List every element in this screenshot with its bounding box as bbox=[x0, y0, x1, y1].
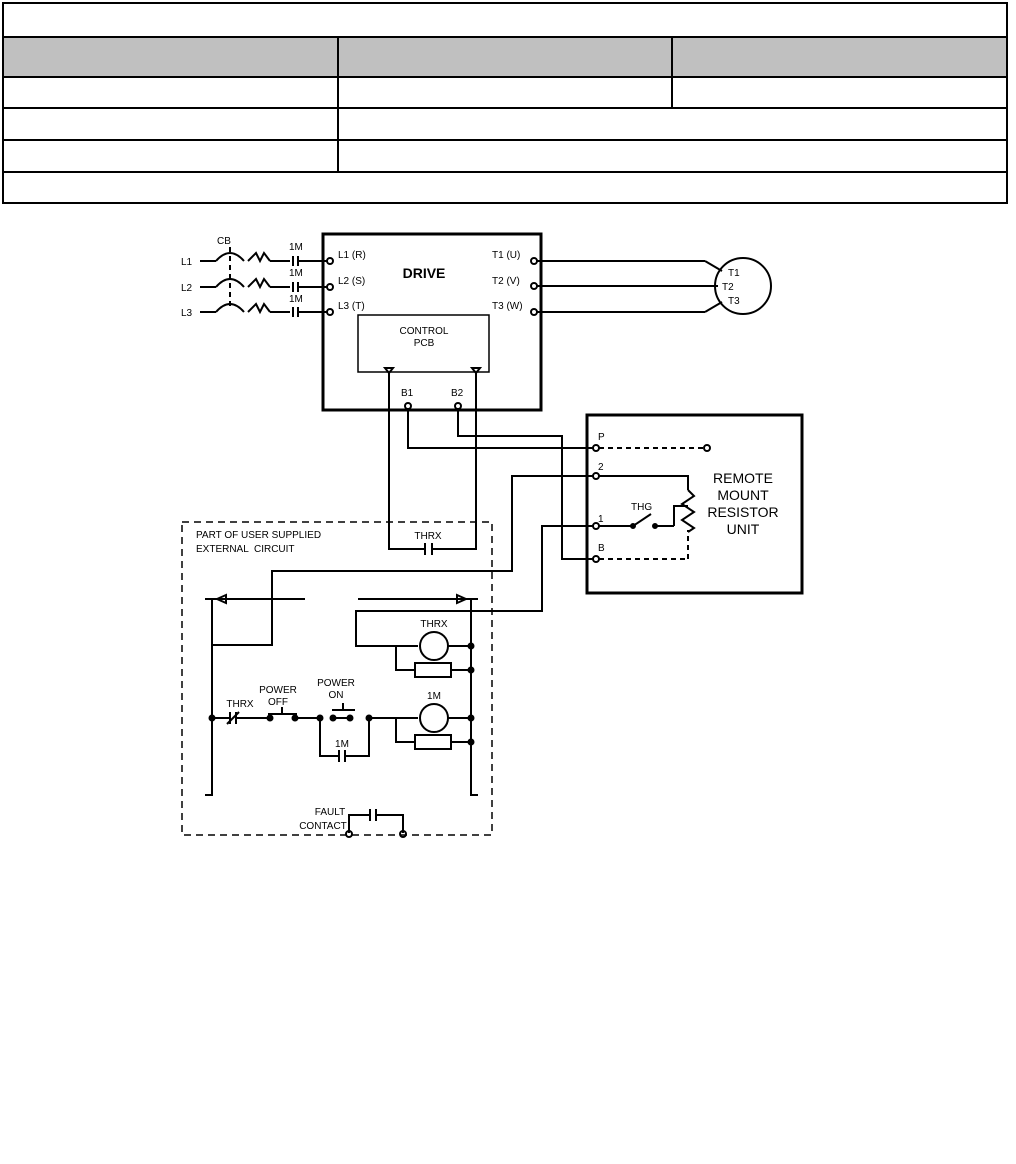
b-terminal-label: B1 bbox=[401, 388, 414, 399]
fault-contact-label: CONTACT bbox=[299, 821, 347, 832]
resistor-unit-label: REMOTE bbox=[713, 470, 773, 486]
thrx-coil-label: THRX bbox=[420, 619, 448, 630]
input-line-l3 bbox=[200, 302, 334, 317]
cb-label: CB bbox=[217, 236, 231, 247]
1m-coil-label: 1M bbox=[427, 691, 441, 702]
wire-thrx-right bbox=[432, 372, 477, 550]
contactor-label: 1M bbox=[289, 294, 303, 305]
wire-thrx-left bbox=[388, 372, 425, 550]
motor-terminal-label: T2 bbox=[722, 282, 734, 293]
table-title bbox=[2, 2, 1008, 38]
control-pcb-label: CONTROL bbox=[400, 326, 449, 337]
wire-b2-b bbox=[457, 409, 593, 560]
resistor-terminal-label: P bbox=[598, 432, 605, 443]
thrx-contact-label: THRX bbox=[414, 531, 442, 542]
table-cell bbox=[2, 76, 339, 109]
output-lines bbox=[530, 257, 723, 316]
input-terminal-label: L3 (T) bbox=[338, 301, 365, 312]
table-cell bbox=[2, 139, 339, 173]
table-cell bbox=[2, 107, 339, 141]
power-off-label: OFF bbox=[268, 697, 288, 708]
resistor-unit-label: UNIT bbox=[727, 521, 760, 537]
output-terminal-label: T3 (W) bbox=[492, 301, 523, 312]
table-cell bbox=[336, 76, 674, 109]
motor-terminal-label: T1 bbox=[728, 268, 740, 279]
power-on-label: ON bbox=[329, 690, 344, 701]
line-label: L3 bbox=[181, 308, 193, 319]
ladder-left-rail bbox=[205, 598, 213, 796]
table-header-cell bbox=[2, 36, 339, 78]
table-cell bbox=[336, 107, 1009, 141]
wire-b1-p bbox=[407, 409, 593, 449]
motor-terminal-label: T3 bbox=[728, 296, 740, 307]
contactor-label: 1M bbox=[289, 268, 303, 279]
drive-title: DRIVE bbox=[403, 265, 446, 281]
wire-terminal-2 bbox=[212, 475, 593, 646]
thrx-coil bbox=[419, 631, 449, 661]
wiring-diagram: L1 L2 L3 CB 1M 1M 1M L1 (R) L2 (S) L3 (T… bbox=[181, 232, 804, 838]
1m-hold-label: 1M bbox=[335, 739, 349, 750]
fault-contact bbox=[348, 814, 370, 833]
input-terminal-label: L2 (S) bbox=[338, 276, 365, 287]
pcb-connectors bbox=[382, 367, 483, 410]
external-circuit-label: EXTERNAL CIRCUIT bbox=[196, 544, 295, 555]
fault-contact-label: FAULT bbox=[315, 807, 345, 818]
output-terminal-label: T2 (V) bbox=[492, 276, 520, 287]
b-terminal-label: B2 bbox=[451, 388, 464, 399]
table-header-cell bbox=[336, 36, 674, 78]
resistor-unit-label: MOUNT bbox=[717, 487, 769, 503]
table-cell bbox=[336, 139, 1009, 173]
resistor-terminal-label: 1 bbox=[598, 514, 604, 525]
1m-coil bbox=[419, 703, 449, 733]
line-label: L1 bbox=[181, 257, 193, 268]
resistor-unit-label: RESISTOR bbox=[707, 504, 778, 520]
drive-box bbox=[321, 232, 543, 412]
line-label: L2 bbox=[181, 283, 193, 294]
external-circuit-label: PART OF USER SUPPLIED bbox=[196, 530, 321, 541]
control-pcb-label: PCB bbox=[414, 338, 435, 349]
ladder-right-rail bbox=[470, 598, 478, 796]
input-terminal-label: L1 (R) bbox=[338, 250, 366, 261]
power-on-label: POWER bbox=[317, 678, 355, 689]
resistor-zigzag bbox=[680, 489, 696, 533]
control-pcb-box bbox=[357, 314, 490, 373]
input-line-l1 bbox=[200, 251, 334, 266]
table-footer bbox=[2, 171, 1008, 204]
resistor-terminal-label: 2 bbox=[598, 462, 604, 473]
wire-terminal-1 bbox=[355, 525, 593, 647]
thg-label: THG bbox=[631, 502, 652, 513]
input-line-l2 bbox=[200, 277, 334, 292]
output-terminal-label: T1 (U) bbox=[492, 250, 520, 261]
resistor-unit-box bbox=[585, 413, 804, 595]
resistor-terminal-label: B bbox=[598, 543, 605, 554]
info-table bbox=[2, 2, 1009, 204]
thrx-nc-label: THRX bbox=[226, 699, 254, 710]
motor-circle bbox=[714, 257, 772, 315]
table-header-cell bbox=[671, 36, 1008, 78]
table-cell bbox=[671, 76, 1008, 109]
power-off-label: POWER bbox=[259, 685, 297, 696]
contactor-label: 1M bbox=[289, 242, 303, 253]
